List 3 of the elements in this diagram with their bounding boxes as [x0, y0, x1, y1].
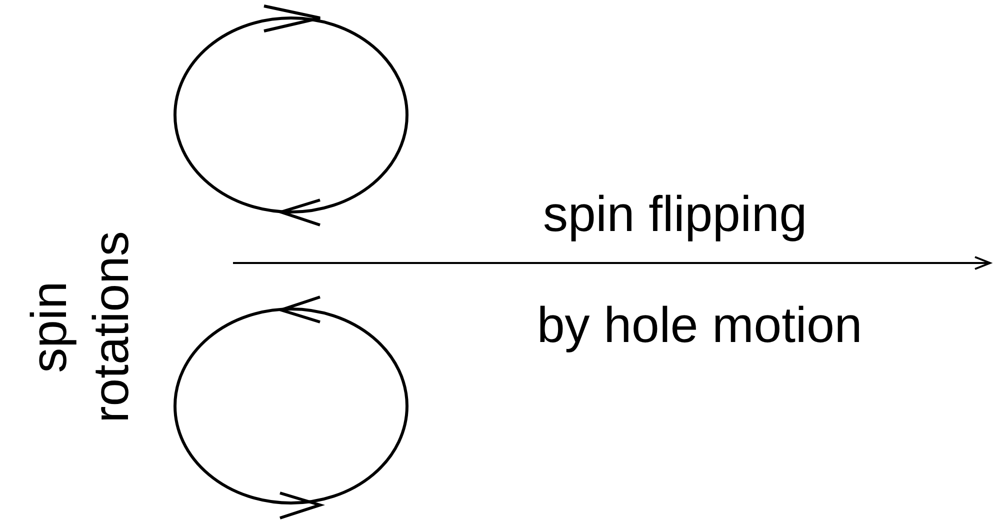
- axis-label: spin rotations: [20, 230, 140, 425]
- arrow-label: spin flipping: [543, 185, 808, 243]
- arrow-label: by hole motion: [537, 296, 862, 354]
